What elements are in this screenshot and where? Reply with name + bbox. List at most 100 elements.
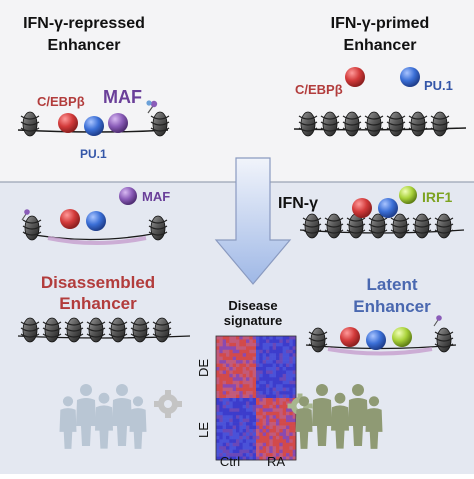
heatmap-cell — [266, 415, 270, 419]
irf1-factor — [399, 186, 417, 204]
heatmap-cell — [282, 453, 287, 457]
heatmap-cell — [259, 346, 263, 351]
heatmap-cell — [282, 456, 287, 461]
heatmap-cell — [239, 391, 243, 395]
heatmap-cell — [216, 377, 220, 382]
heatmap-cell — [289, 418, 293, 423]
heatmap-cell — [266, 391, 270, 395]
heatmap-cell — [262, 446, 267, 450]
heatmap-cell — [262, 453, 267, 457]
heatmap-cell — [219, 456, 223, 461]
heatmap-cell — [256, 422, 260, 426]
heatmap-cell — [289, 360, 293, 364]
heatmap-cell — [232, 408, 237, 413]
heatmap-cell — [232, 360, 237, 364]
heatmap-cell — [246, 404, 250, 409]
heatmap-cell — [226, 336, 230, 340]
primed-enhancer-title-line1: IFN-γ-primed — [331, 15, 430, 32]
heatmap-cell — [236, 380, 240, 385]
heatmap-cell — [216, 342, 220, 347]
heatmap-cell — [286, 373, 290, 378]
heatmap-cell — [219, 336, 223, 340]
heatmap-cell — [249, 408, 253, 413]
heatmap-cell — [286, 453, 290, 457]
heatmap-cell — [222, 391, 227, 395]
heatmap-cell — [292, 432, 297, 437]
heatmap-cell — [222, 346, 227, 351]
heatmap-cell — [276, 391, 280, 395]
heatmap-cell — [259, 391, 263, 395]
heatmap-cell — [219, 401, 223, 406]
heatmap-cell — [246, 339, 250, 344]
heatmap-cell — [249, 380, 253, 385]
heatmap-cell — [269, 401, 273, 406]
heatmap-cell — [252, 449, 257, 454]
heatmap-cell — [226, 439, 230, 444]
heatmap-cell — [259, 377, 263, 382]
heatmap-cell — [242, 387, 247, 392]
heatmap-cell — [216, 373, 220, 378]
heatmap-cell — [249, 456, 253, 461]
heatmap-cell — [239, 439, 243, 444]
heatmap-cell — [249, 363, 253, 368]
heatmap-cell — [269, 446, 273, 450]
heatmap-cell — [259, 370, 263, 375]
heatmap-cell — [292, 356, 297, 361]
disassembled-enhancer-title-line1: Disassembled — [41, 273, 155, 292]
heatmap-cell — [239, 453, 243, 457]
heatmap-cell — [262, 418, 267, 423]
heatmap-cell — [256, 387, 260, 392]
heatmap-cell — [282, 449, 287, 454]
heatmap-cell — [219, 367, 223, 371]
heatmap-cell — [222, 456, 227, 461]
heatmap-cell — [226, 367, 230, 371]
heatmap-cell — [262, 415, 267, 419]
person-icon — [312, 384, 332, 446]
heatmap-cell — [289, 439, 293, 444]
heatmap-cell — [276, 370, 280, 375]
heatmap-cell — [226, 353, 230, 357]
person-icon — [76, 384, 96, 446]
heatmap-cell — [252, 384, 257, 388]
heatmap-cell — [216, 398, 220, 402]
heatmap-cell — [282, 408, 287, 413]
heatmap-cell — [242, 401, 247, 406]
heatmap-cell — [236, 356, 240, 361]
heatmap-cell — [256, 425, 260, 430]
heatmap-cell — [276, 360, 280, 364]
heatmap-cell — [259, 425, 263, 430]
heatmap-cell — [249, 342, 253, 347]
heatmap-cell — [292, 435, 297, 440]
heatmap-cell — [262, 363, 267, 368]
heatmap-cell — [229, 342, 233, 347]
heatmap-cell — [279, 336, 283, 340]
heatmap-cell — [229, 435, 233, 440]
heatmap-cell — [216, 415, 220, 419]
heatmap-cell — [292, 449, 297, 454]
heatmap-cell — [249, 349, 253, 354]
heatmap-cell — [252, 435, 257, 440]
heatmap-cell — [222, 380, 227, 385]
heatmap-cell — [226, 384, 230, 388]
heatmap-cell — [272, 336, 277, 340]
heatmap-cell — [282, 346, 287, 351]
heatmap-cell — [259, 411, 263, 416]
heatmap-cell — [266, 339, 270, 344]
heatmap-cell — [239, 349, 243, 354]
heatmap-cell — [232, 336, 237, 340]
heatmap-cell — [279, 384, 283, 388]
heatmap-cell — [242, 367, 247, 371]
heatmap-cell — [289, 442, 293, 447]
heatmap-cell — [216, 346, 220, 351]
heatmap-cell — [226, 349, 230, 354]
heatmap-cell — [269, 377, 273, 382]
heatmap-cell — [246, 380, 250, 385]
heatmap-cell — [246, 363, 250, 368]
heatmap-cell — [222, 367, 227, 371]
heatmap-cell — [246, 387, 250, 392]
heatmap-cell — [289, 380, 293, 385]
heatmap-cell — [229, 380, 233, 385]
heatmap-cell — [229, 432, 233, 437]
heatmap-cell — [286, 346, 290, 351]
heatmap-cell — [239, 432, 243, 437]
